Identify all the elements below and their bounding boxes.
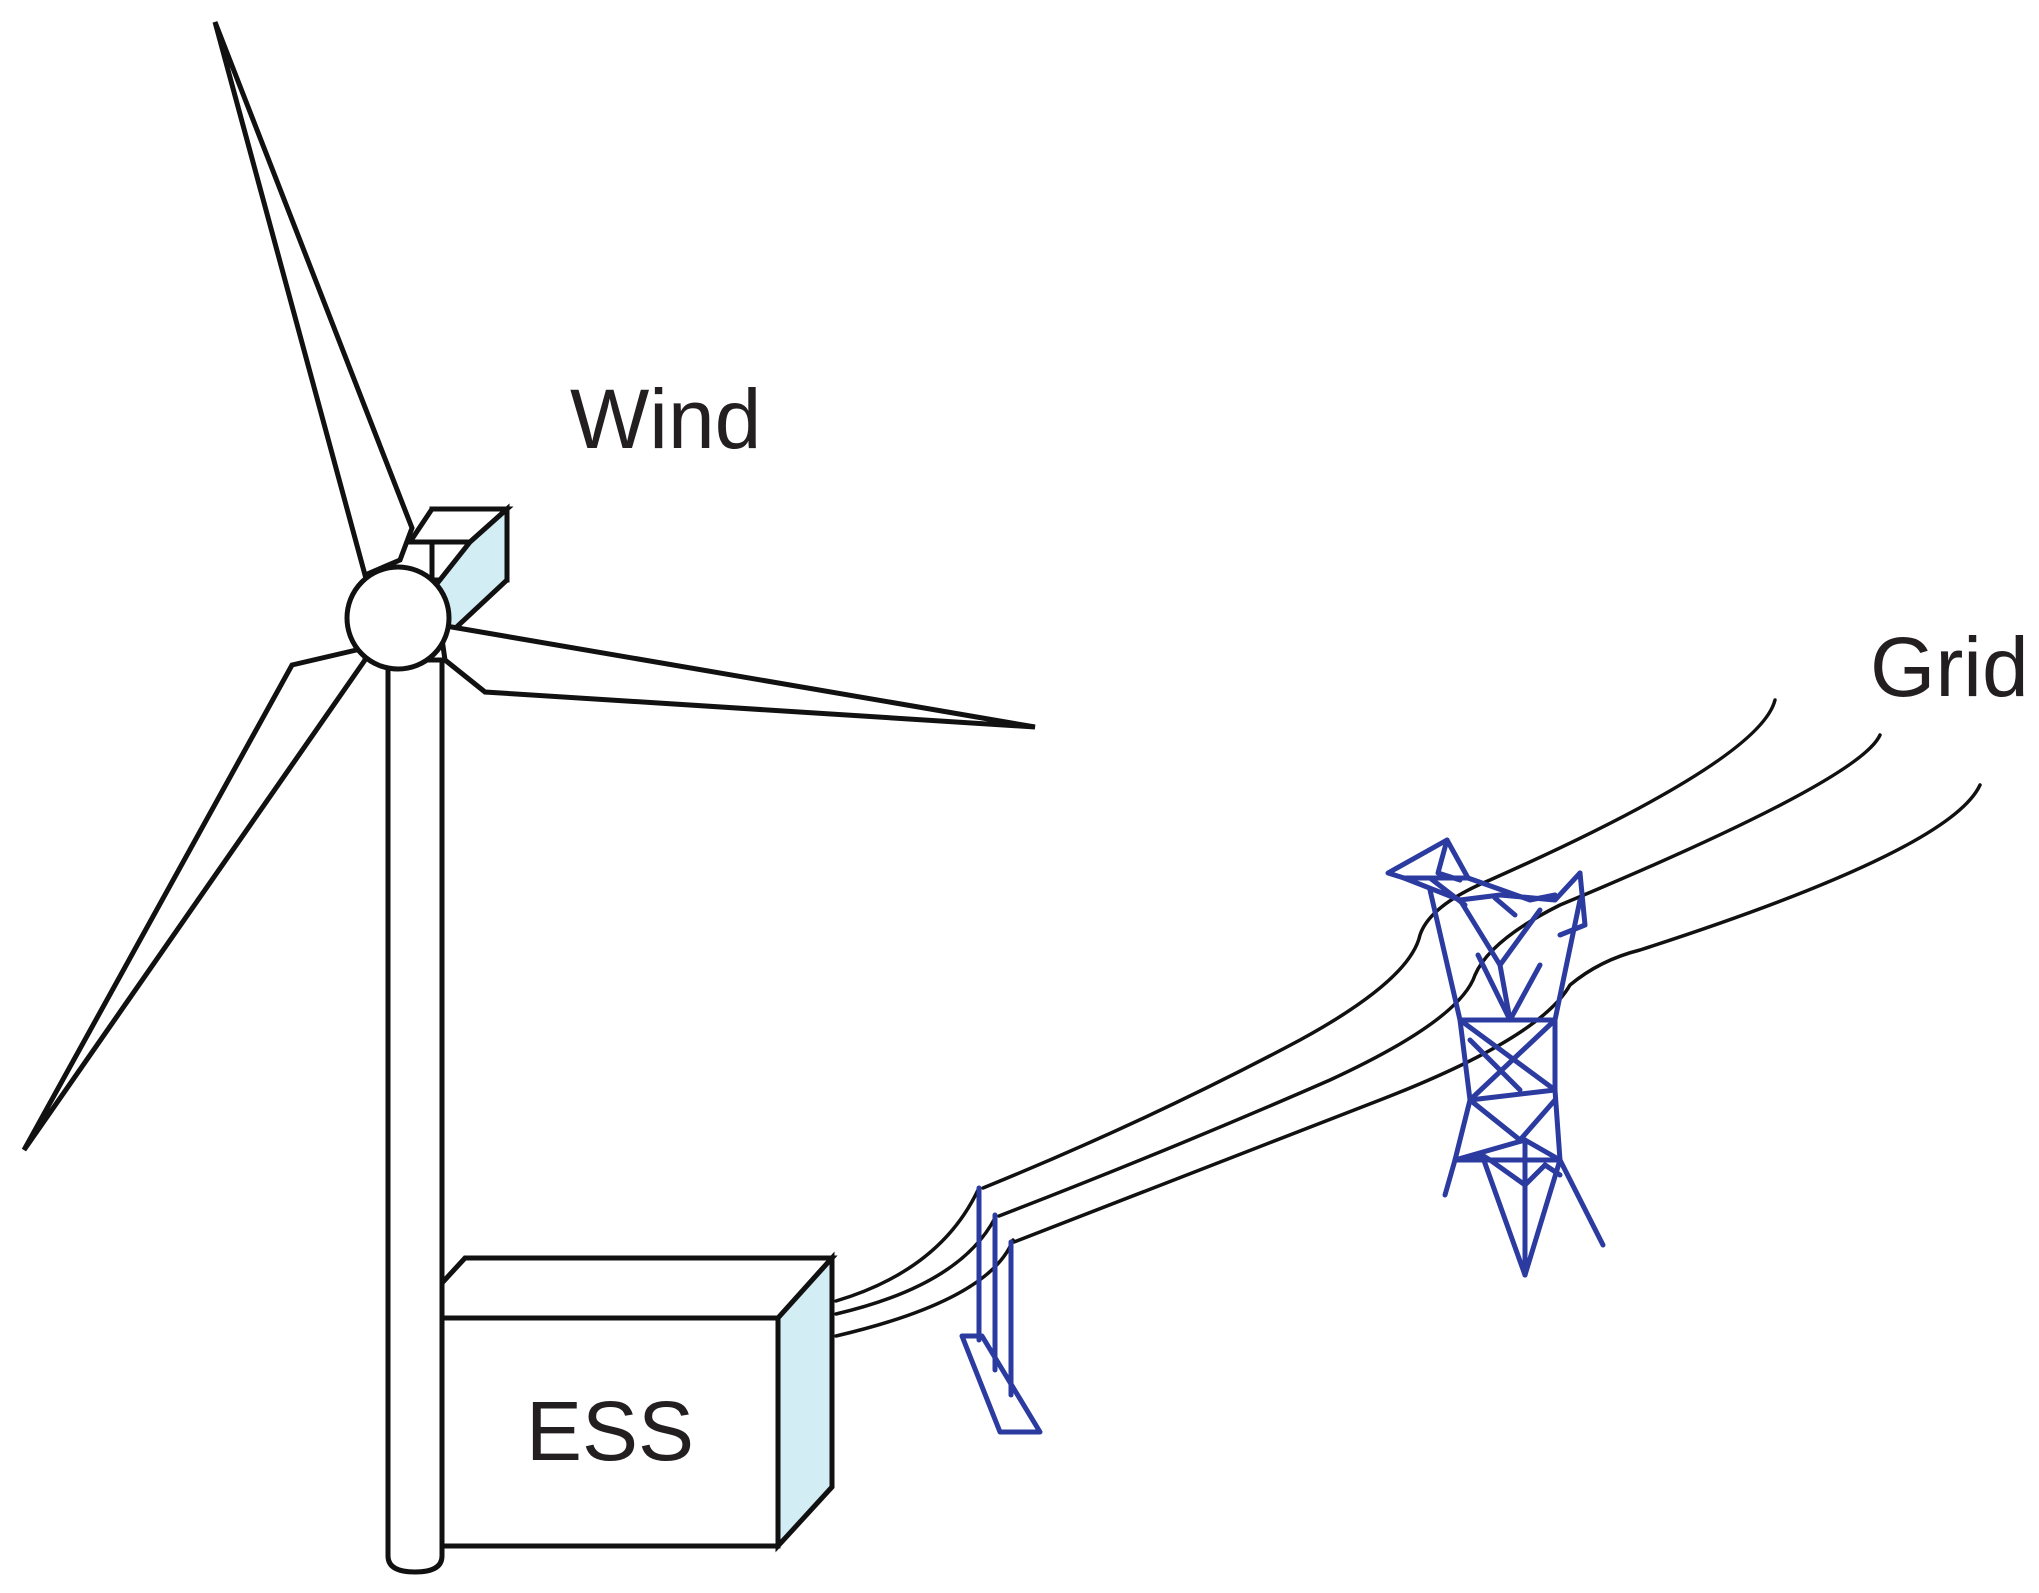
grid-label: Grid: [1870, 620, 2029, 714]
turbine-hub: [344, 564, 452, 672]
ess-label: ESS: [526, 1384, 694, 1478]
turbine-tower: [385, 657, 445, 1575]
wind-label: Wind: [570, 372, 761, 466]
blade-right: [437, 621, 1036, 730]
ess-cabinet-icon: [439, 1251, 838, 1553]
blade-up: [212, 21, 415, 579]
grid-lines-icon: [834, 698, 1982, 1338]
distribution-pole-icon: [959, 1185, 1043, 1435]
blade-left: [21, 644, 368, 1152]
transmission-tower-icon: [1385, 837, 1606, 1278]
wind-turbine-icon: [21, 21, 1036, 1575]
